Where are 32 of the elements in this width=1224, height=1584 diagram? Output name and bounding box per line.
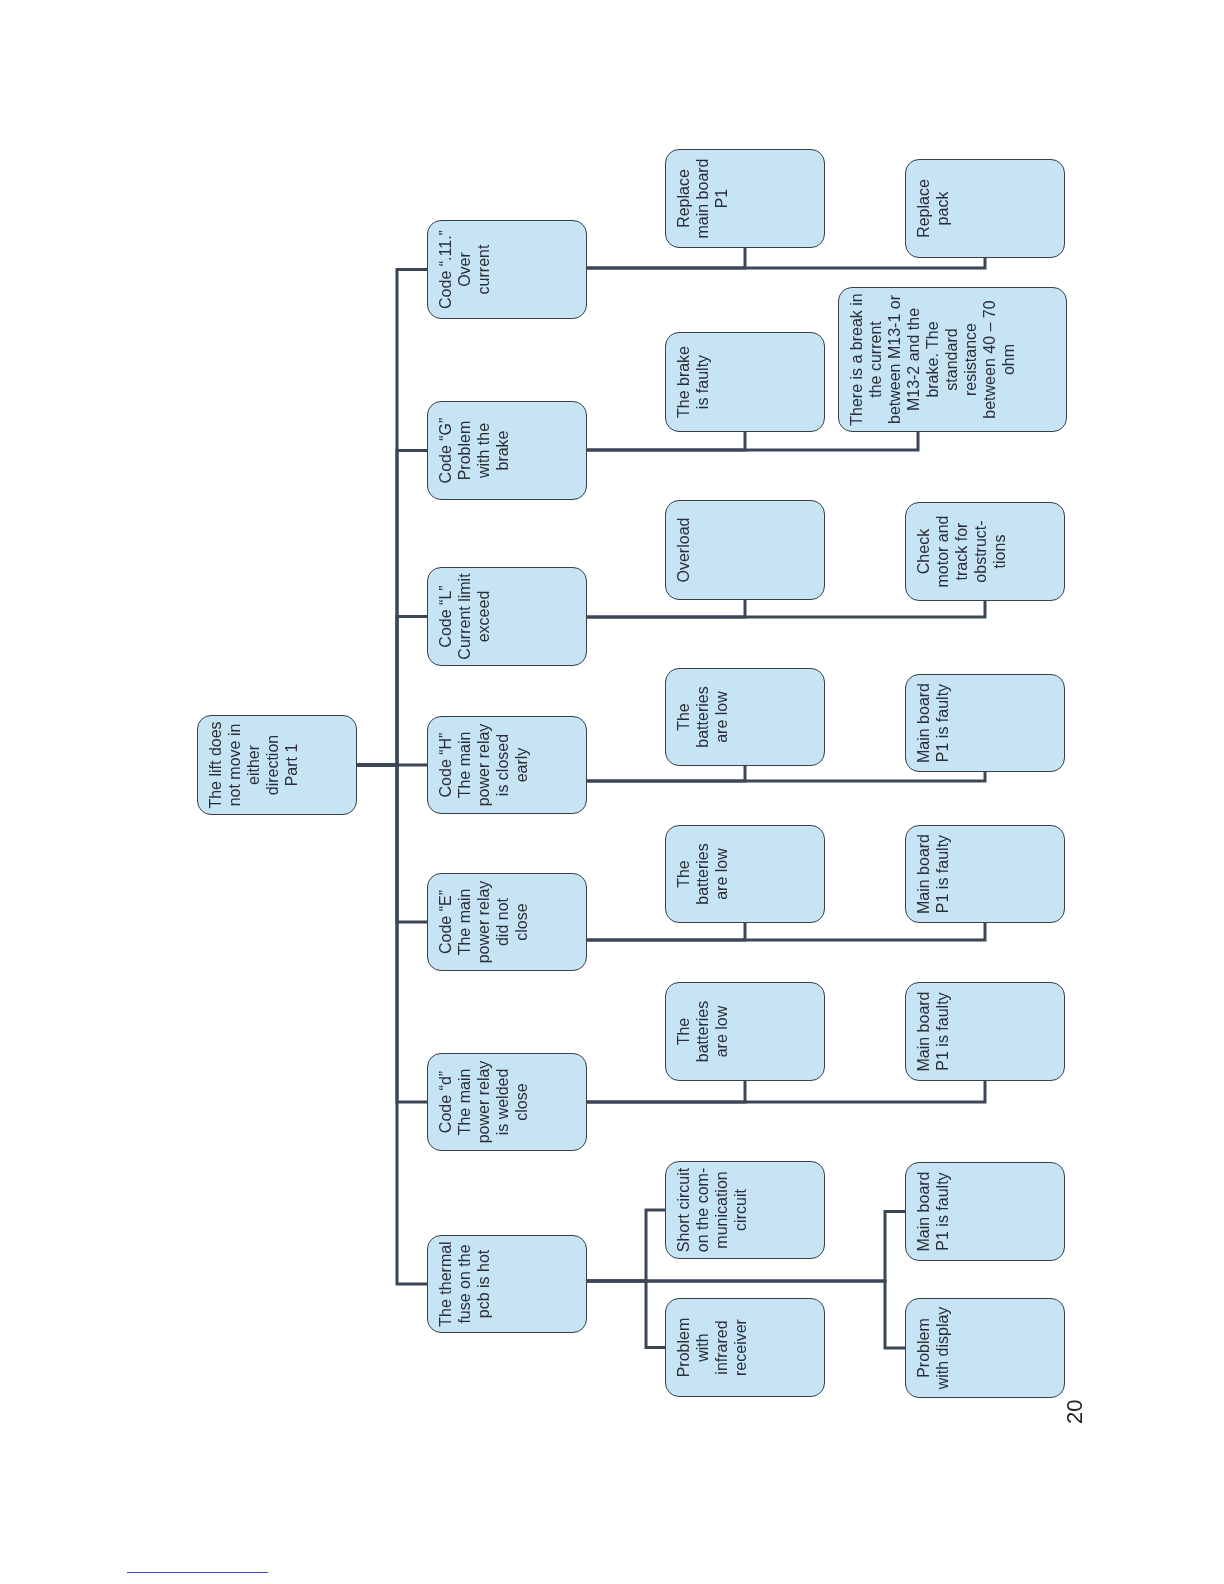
problem-box: Short circuit on the com-munication circuit	[665, 1161, 825, 1259]
connector-line	[587, 772, 987, 783]
problem-box: Replace main board P1	[665, 149, 825, 248]
problem-box: Main board P1 is faulty	[905, 982, 1065, 1081]
problem-box: Overload	[665, 500, 825, 600]
connector-line	[587, 1081, 987, 1104]
problem-box: Main board P1 is faulty	[905, 674, 1065, 772]
problem-box: The brake is faulty	[665, 332, 825, 432]
problem-box: The thermal fuse on the pcb is hot	[427, 1235, 587, 1333]
problem-box: Code “d” The main power relay is welded close	[427, 1053, 587, 1151]
connector-line	[587, 601, 987, 619]
problem-box: Main board P1 is faulty	[905, 825, 1065, 923]
connector-line	[587, 258, 987, 270]
problem-box: Replace pack	[905, 159, 1065, 258]
problem-box: Code “H” The main power relay is closed early	[427, 716, 587, 814]
connector-line	[587, 432, 920, 452]
problem-box: Code “G” Problem with the brake	[427, 401, 587, 500]
page-number: 20	[1062, 1399, 1088, 1424]
problem-box: Code “E” The main power relay did not close	[427, 873, 587, 971]
connector-line	[587, 923, 987, 942]
problem-box: Problem with infrared receiver	[665, 1298, 825, 1397]
problem-box: The batteries are low	[665, 668, 825, 766]
problem-box: Code “.11.” Over current	[427, 220, 587, 319]
connector-line	[587, 1210, 905, 1283]
problem-box: There is a break in the current between M13-1 or M13-2 and the brake. The standard resistance between 40 – 70 ohm	[838, 287, 1067, 432]
problem-box: The batteries are low	[665, 982, 825, 1081]
problem-box: The batteries are low	[665, 825, 825, 923]
problem-box: Check motor and track for obstruct-tions	[905, 502, 1065, 601]
problem-box: Main board P1 is faulty	[905, 1162, 1065, 1261]
problem-box: Code “L” Current limit exceed	[427, 567, 587, 666]
problem-box: Problem with display	[905, 1298, 1065, 1398]
root-box: The lift does not move in either direction Part 1	[197, 715, 357, 815]
